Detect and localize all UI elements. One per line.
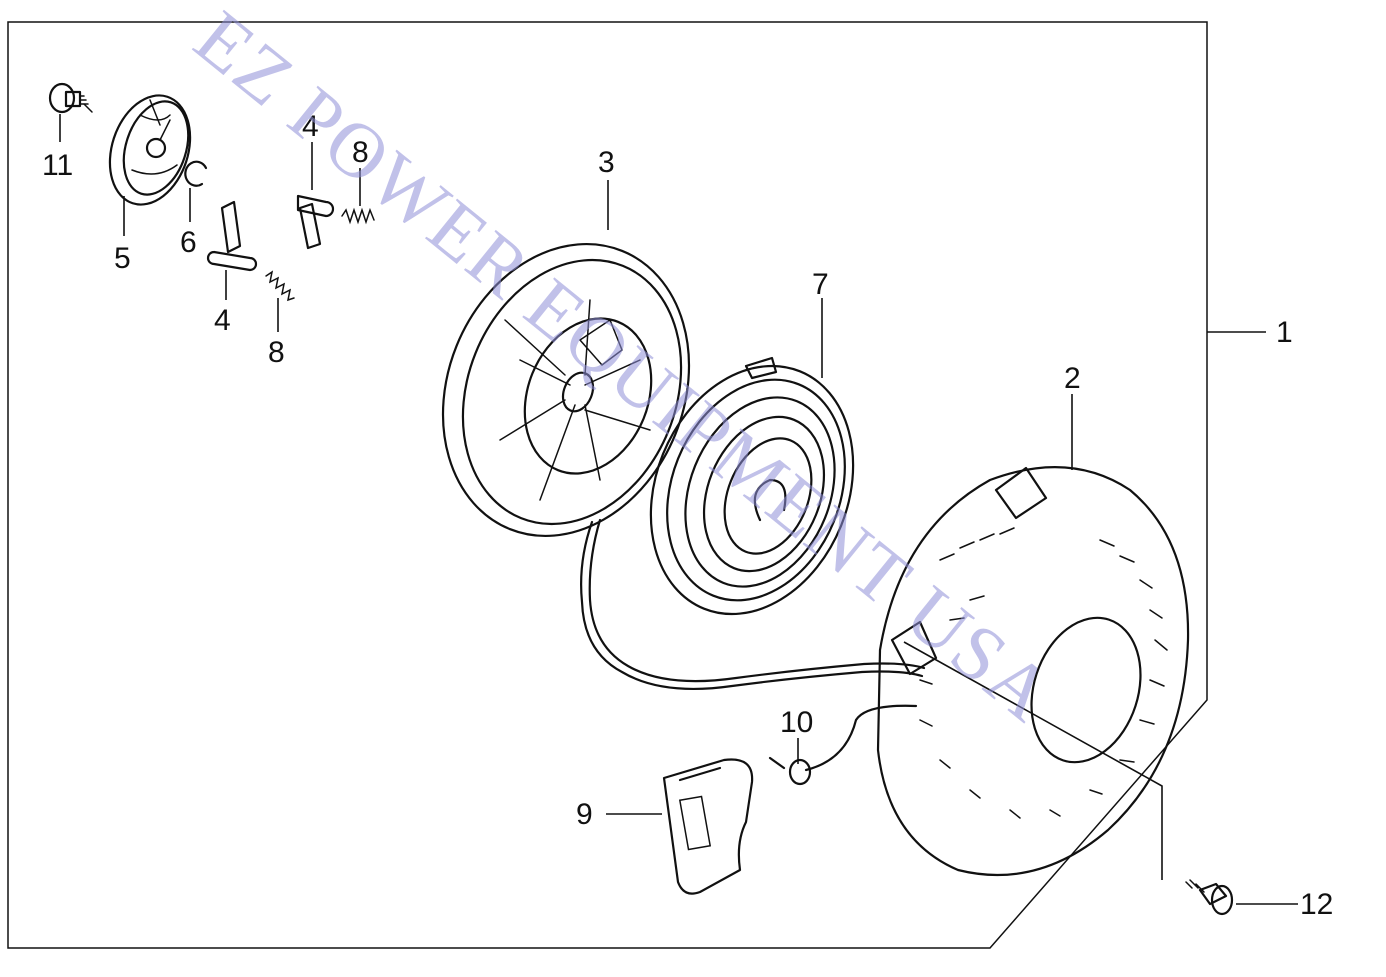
watermark-text: EZ POWER EQUIPMENT USA [179, 0, 1070, 738]
part-9-starter-grip [662, 758, 754, 895]
part-8-spring-upper [341, 207, 375, 225]
part-7-spiral-spring [649, 356, 855, 616]
part-4-pawl-lower [206, 200, 258, 272]
callout-11: 11 [42, 149, 73, 182]
part-10-rope-guide [768, 704, 918, 786]
callout-10: 10 [780, 706, 813, 739]
part-11-bolt [48, 82, 93, 114]
starter-rope [580, 518, 926, 691]
part-6-clip [184, 160, 208, 187]
assembly-boundary [7, 21, 1208, 949]
part-12-flange-bolt [1185, 879, 1234, 916]
part-4-pawl-upper [296, 194, 335, 250]
callout-3: 3 [598, 146, 615, 179]
callout-12: 12 [1300, 888, 1333, 921]
callout-5: 5 [114, 242, 131, 275]
part-5-ratchet-plate [108, 94, 192, 206]
callout-9: 9 [576, 798, 593, 831]
callout-4-upper: 4 [302, 110, 319, 143]
callout-4-lower: 4 [214, 304, 231, 337]
callout-2: 2 [1064, 362, 1081, 395]
callout-8-upper: 8 [352, 136, 369, 169]
callout-1: 1 [1276, 316, 1293, 349]
callout-7: 7 [812, 268, 829, 301]
part-2-starter-case [876, 466, 1190, 877]
leader-12 [903, 641, 1163, 880]
part-8-spring-lower [265, 270, 295, 302]
part-3-reel [441, 242, 691, 538]
callout-6: 6 [180, 226, 197, 259]
callout-8-lower: 8 [268, 336, 285, 369]
